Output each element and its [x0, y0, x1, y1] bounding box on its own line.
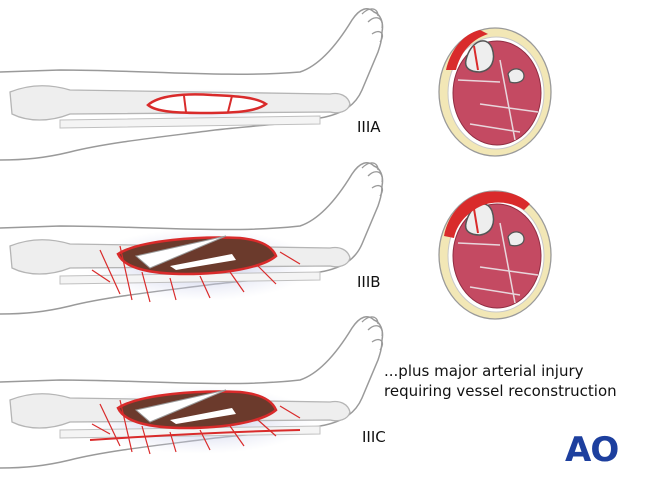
toes-iiic: [361, 316, 384, 351]
fibula-iiia: [59, 115, 321, 129]
iiic-caption: ...plus major arterial injury requiring …: [384, 361, 660, 401]
injured-artery-iiic: [89, 429, 301, 441]
wound-edge-iiia: [446, 30, 488, 70]
fibula-section-iiib: [507, 231, 525, 247]
cross-section-iiia: [438, 27, 552, 157]
bleeding-streaks-iiib: [91, 245, 301, 303]
grade-label-iiic: IIIC: [362, 428, 386, 446]
leg-illustration-iiic: [0, 315, 384, 469]
grade-label-iiib: IIIB: [357, 273, 381, 291]
fibula-iiib: [59, 271, 321, 285]
exposed-bone-iiib: [134, 235, 227, 269]
caption-line-2: requiring vessel reconstruction: [384, 382, 617, 400]
fibula-section-iiia: [507, 68, 525, 84]
cross-section-iiib: [438, 190, 552, 320]
ao-logo: AO: [565, 430, 619, 470]
wound-iiia: [146, 93, 269, 115]
wound-edge-iiib: [444, 191, 530, 238]
bleeding-streaks-iiic: [91, 399, 301, 455]
toes-iiib: [361, 162, 384, 197]
toes-iiia: [361, 8, 384, 43]
leg-illustration-iiib: [0, 161, 384, 315]
leg-outline-iiia: [0, 7, 384, 161]
bone-fragment-iiic: [170, 408, 236, 424]
bone-fragment-iiib: [170, 254, 236, 270]
exposed-bone-iiic: [134, 389, 227, 423]
grade-label-iiia: IIIA: [357, 118, 381, 136]
fracture-line-iiia: [183, 95, 233, 113]
tibia-section-iiia: [464, 40, 495, 73]
leg-illustration-iiia: [0, 7, 384, 161]
caption-line-1: ...plus major arterial injury: [384, 362, 584, 380]
fibula-iiic: [59, 425, 321, 439]
